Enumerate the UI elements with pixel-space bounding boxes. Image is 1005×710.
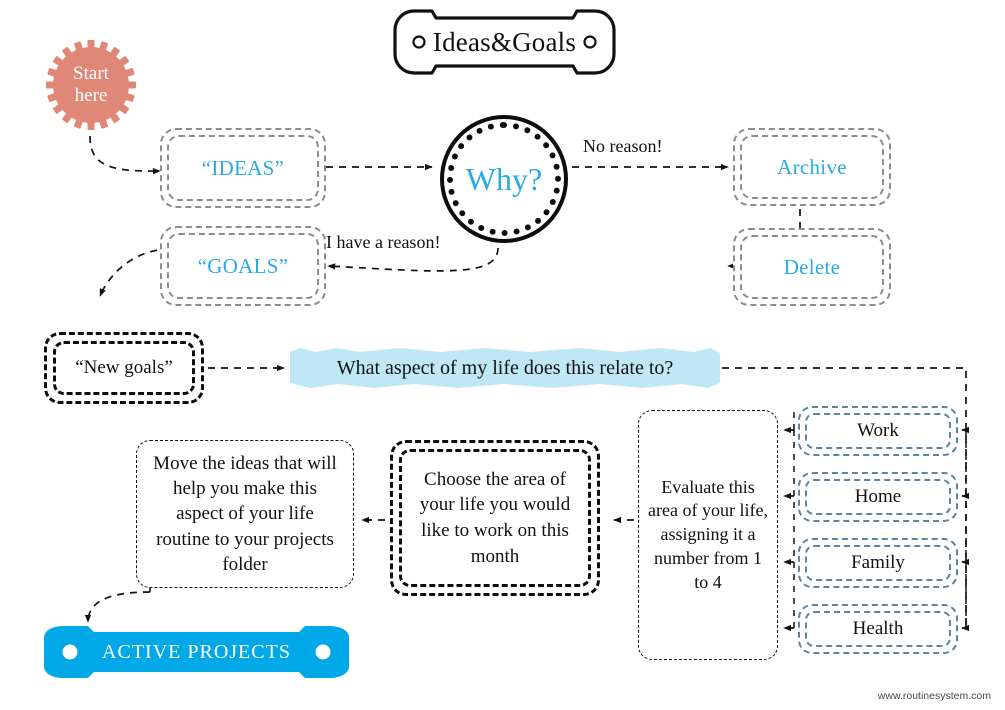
node-evaluate[interactable]: Evaluate this area of your life, assigni…	[638, 410, 778, 660]
title-plaque-shape	[393, 9, 616, 75]
title-plaque: Ideas&Goals	[392, 8, 617, 76]
node-delete-label: Delete	[783, 254, 841, 279]
node-archive-label: Archive	[777, 154, 847, 179]
life-area-health-label: Health	[852, 617, 904, 639]
node-evaluate-label: Evaluate this area of your life, assigni…	[648, 476, 768, 592]
banner-shape	[290, 348, 720, 388]
decision-why-label: Why?	[465, 160, 543, 197]
aspect-question-banner[interactable]: What aspect of my life does this relate …	[290, 348, 720, 388]
start-here-label: Start here	[44, 38, 138, 132]
life-area-work-label: Work	[857, 419, 899, 441]
life-area-work[interactable]: Work	[798, 406, 958, 456]
edge-label-have-reason: I have a reason!	[326, 232, 441, 252]
life-area-health[interactable]: Health	[798, 604, 958, 654]
life-area-home-label: Home	[854, 485, 902, 507]
node-delete[interactable]: Delete	[733, 228, 891, 306]
node-choose-area-label: Choose the area of your life you would l…	[419, 468, 571, 567]
start-line-2: here	[74, 85, 108, 106]
page-title: Ideas&Goals	[432, 26, 577, 57]
life-area-home[interactable]: Home	[798, 472, 958, 522]
gear-icon	[46, 40, 136, 130]
node-archive[interactable]: Archive	[733, 128, 891, 206]
plaque-shape	[44, 626, 349, 678]
why-dotted-ring	[447, 122, 561, 236]
node-choose-area[interactable]: Choose the area of your life you would l…	[390, 440, 600, 596]
node-new-goals-label: “New goals”	[75, 356, 173, 378]
node-goals[interactable]: “GOALS”	[160, 226, 326, 306]
node-new-goals[interactable]: “New goals”	[44, 332, 204, 404]
life-area-family[interactable]: Family	[798, 538, 958, 588]
start-line-1: Start	[73, 63, 109, 85]
node-move-ideas-label: Move the ideas that will help you make t…	[153, 453, 337, 575]
node-move-ideas[interactable]: Move the ideas that will help you make t…	[136, 440, 354, 588]
decision-why[interactable]: Why?	[440, 115, 568, 243]
aspect-question-label: What aspect of my life does this relate …	[336, 356, 674, 379]
active-projects-label: ACTIVE PROJECTS	[102, 640, 291, 663]
node-ideas[interactable]: “IDEAS”	[160, 128, 326, 208]
edge-label-no-reason: No reason!	[583, 136, 663, 156]
life-area-family-label: Family	[851, 551, 905, 573]
start-here-node[interactable]: Start here	[44, 38, 138, 132]
active-projects-plaque[interactable]: ACTIVE PROJECTS	[44, 626, 349, 678]
footer-url: www.routinesystem.com	[877, 690, 991, 702]
node-goals-label: “GOALS”	[197, 253, 289, 278]
node-ideas-label: “IDEAS”	[201, 155, 285, 180]
